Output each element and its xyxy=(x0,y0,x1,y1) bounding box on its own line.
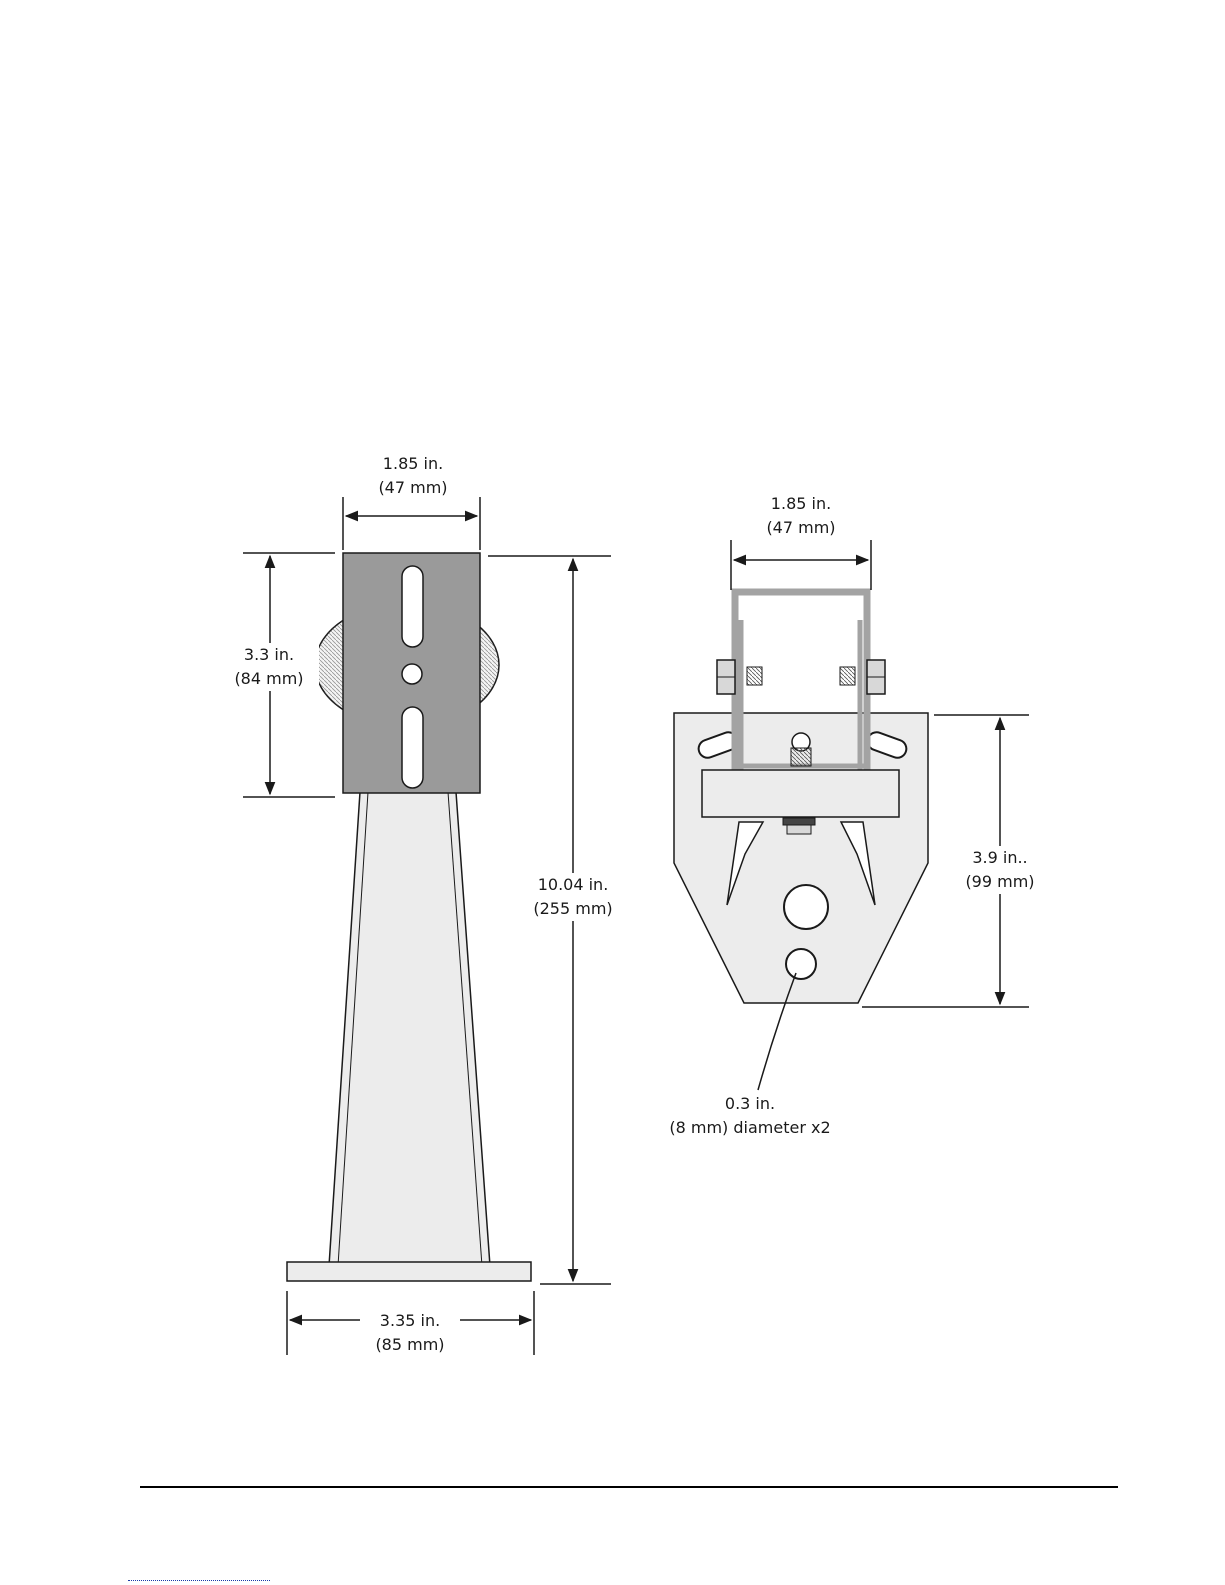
label-side-total-height-mm: (255 mm) xyxy=(518,897,628,921)
cross-bar xyxy=(702,770,899,817)
center-screw xyxy=(791,733,811,766)
label-side-base-width: 3.35 in. (85 mm) xyxy=(360,1309,460,1357)
dim-channel-width xyxy=(731,540,871,590)
label-side-total-height: 10.04 in. (255 mm) xyxy=(518,873,628,921)
label-front-plate-height-mm: (99 mm) xyxy=(950,870,1050,894)
base-plate xyxy=(287,1262,531,1281)
center-hole xyxy=(402,664,422,684)
label-side-total-height-in: 10.04 in. xyxy=(518,873,628,897)
label-side-plate-height-mm: (84 mm) xyxy=(219,667,319,691)
label-front-hole-mm: (8 mm) diameter x2 xyxy=(650,1116,850,1140)
upper-slot xyxy=(402,566,423,647)
center-nut xyxy=(783,818,815,834)
label-side-plate-height: 3.3 in. (84 mm) xyxy=(219,643,319,691)
small-hole xyxy=(786,949,816,979)
footer-link-underline xyxy=(128,1580,270,1581)
label-front-channel-width-mm: (47 mm) xyxy=(740,516,862,540)
label-front-plate-height-in: 3.9 in.. xyxy=(950,846,1050,870)
front-view xyxy=(674,540,1029,1090)
label-side-base-width-in: 3.35 in. xyxy=(360,1309,460,1333)
footer-rule xyxy=(140,1486,1118,1488)
label-side-top-width-mm: (47 mm) xyxy=(352,476,474,500)
label-front-channel-width-in: 1.85 in. xyxy=(740,492,862,516)
label-front-hole: 0.3 in. (8 mm) diameter x2 xyxy=(650,1092,850,1140)
label-front-plate-height: 3.9 in.. (99 mm) xyxy=(950,846,1050,894)
label-side-plate-height-in: 3.3 in. xyxy=(219,643,319,667)
side-view xyxy=(243,497,611,1355)
dim-top-width xyxy=(343,497,480,550)
large-hole xyxy=(784,885,828,929)
label-front-channel-width: 1.85 in. (47 mm) xyxy=(740,492,862,540)
label-side-top-width-in: 1.85 in. xyxy=(352,452,474,476)
label-side-top-width: 1.85 in. (47 mm) xyxy=(352,452,474,500)
label-side-base-width-mm: (85 mm) xyxy=(360,1333,460,1357)
label-front-hole-in: 0.3 in. xyxy=(650,1092,850,1116)
lower-slot xyxy=(402,707,423,788)
